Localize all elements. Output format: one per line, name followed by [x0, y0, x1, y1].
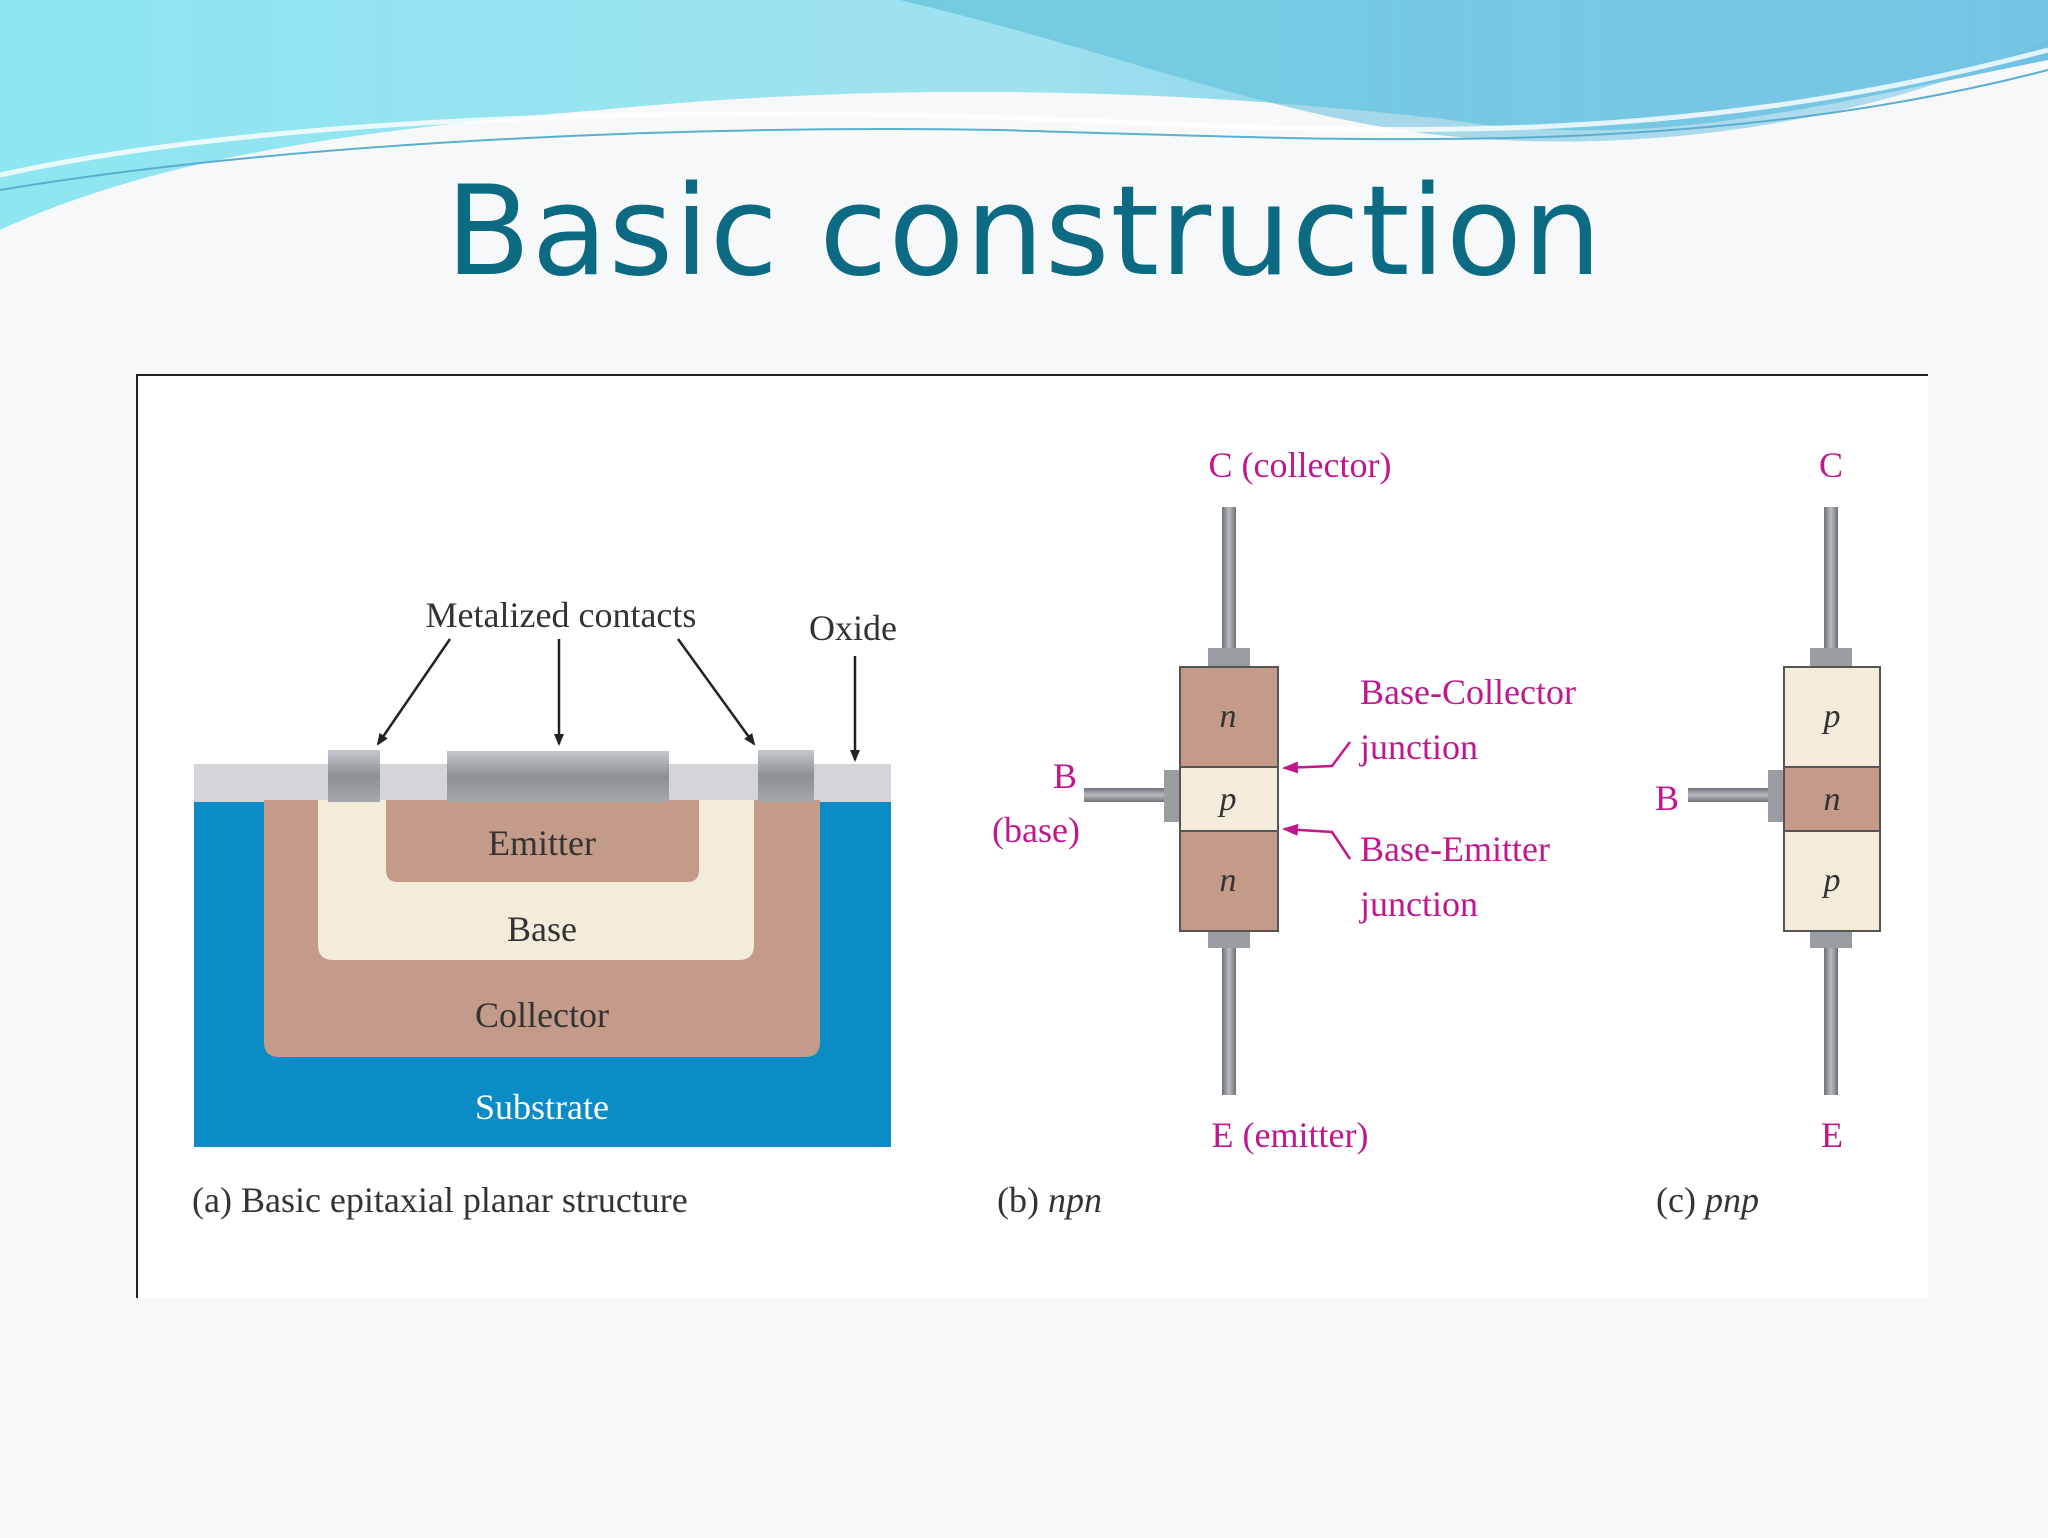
pnp-middle-n-label: n [1824, 781, 1841, 818]
panel-b-caption-type: npn [1048, 1180, 1102, 1220]
emitter-region [386, 800, 699, 882]
pnp-base-terminal-cap [1768, 770, 1784, 822]
be-junction-label-line1: Base-Emitter [1360, 829, 1550, 869]
panel-c-caption: (c) pnp [1656, 1180, 1759, 1220]
arrow-contact-left [376, 638, 452, 746]
emitter-label: Emitter [488, 823, 596, 863]
pnp-bottom-p-label: p [1822, 862, 1841, 899]
emitter-terminal-cap [1208, 930, 1250, 948]
panel-b-npn: n p n C (collector) E (emitter) B (base)… [992, 445, 1576, 1220]
pnp-middle-n-region [1783, 766, 1881, 832]
oxide-label: Oxide [809, 608, 897, 648]
panel-c-pnp: p n p C E B (c) pnp [1655, 445, 1881, 1220]
npn-bottom-n-region [1179, 830, 1279, 932]
panel-b-caption: (b) npn [997, 1180, 1102, 1220]
substrate-label: Substrate [475, 1087, 609, 1127]
npn-base-word: (base) [992, 810, 1080, 850]
npn-top-n-region [1179, 666, 1279, 768]
emitter-lead [1222, 945, 1236, 1095]
be-junction-label-line2: junction [1358, 884, 1478, 924]
slide-title: Basic construction [445, 160, 1603, 304]
base-lead [1084, 788, 1168, 802]
bc-junction-arrow [1282, 741, 1351, 774]
base-label: Base [507, 909, 577, 949]
panel-c-caption-prefix: (c) [1656, 1180, 1705, 1220]
npn-base-letter: B [1053, 756, 1077, 796]
metal-contact-base-right [758, 750, 814, 802]
pnp-emitter-label: E [1821, 1115, 1843, 1155]
panel-c-caption-type: pnp [1702, 1180, 1759, 1220]
pnp-top-p-label: p [1822, 698, 1841, 735]
pnp-emitter-terminal-cap [1810, 930, 1852, 948]
npn-bottom-n-label: n [1220, 862, 1237, 899]
metal-contact-base-left [328, 750, 380, 802]
bc-junction-label-line1: Base-Collector [1360, 672, 1576, 712]
collector-lead [1222, 507, 1236, 649]
npn-middle-p-label: p [1218, 781, 1237, 818]
bc-junction-label-line2: junction [1358, 727, 1478, 767]
npn-emitter-label: E (emitter) [1212, 1115, 1369, 1155]
npn-middle-p-region [1179, 766, 1279, 832]
pnp-collector-lead [1824, 507, 1838, 649]
pnp-base-letter: B [1655, 778, 1679, 818]
collector-terminal-cap [1208, 648, 1250, 668]
panel-b-caption-prefix: (b) [997, 1180, 1048, 1220]
wave-banner [0, 0, 2048, 230]
pnp-bottom-p-region [1783, 830, 1881, 932]
pnp-collector-label: C [1819, 445, 1843, 485]
pnp-emitter-lead [1824, 945, 1838, 1095]
arrow-contact-right [676, 638, 756, 746]
npn-collector-label: C (collector) [1209, 445, 1392, 485]
pnp-base-lead [1688, 788, 1770, 802]
pnp-top-p-region [1783, 666, 1881, 768]
collector-label: Collector [475, 995, 609, 1035]
pnp-collector-terminal-cap [1810, 648, 1852, 668]
be-junction-arrow [1282, 823, 1352, 860]
metalized-contacts-label: Metalized contacts [426, 595, 697, 635]
metal-contact-emitter [447, 751, 669, 802]
transistor-figure: Metalized contacts Oxide Emitter Base Co… [136, 374, 1928, 1298]
panel-a-caption: (a) Basic epitaxial planar structure [192, 1180, 688, 1220]
base-terminal-cap [1164, 770, 1180, 822]
npn-top-n-label: n [1220, 698, 1237, 735]
panel-a-planar-structure: Metalized contacts Oxide Emitter Base Co… [192, 595, 897, 1220]
